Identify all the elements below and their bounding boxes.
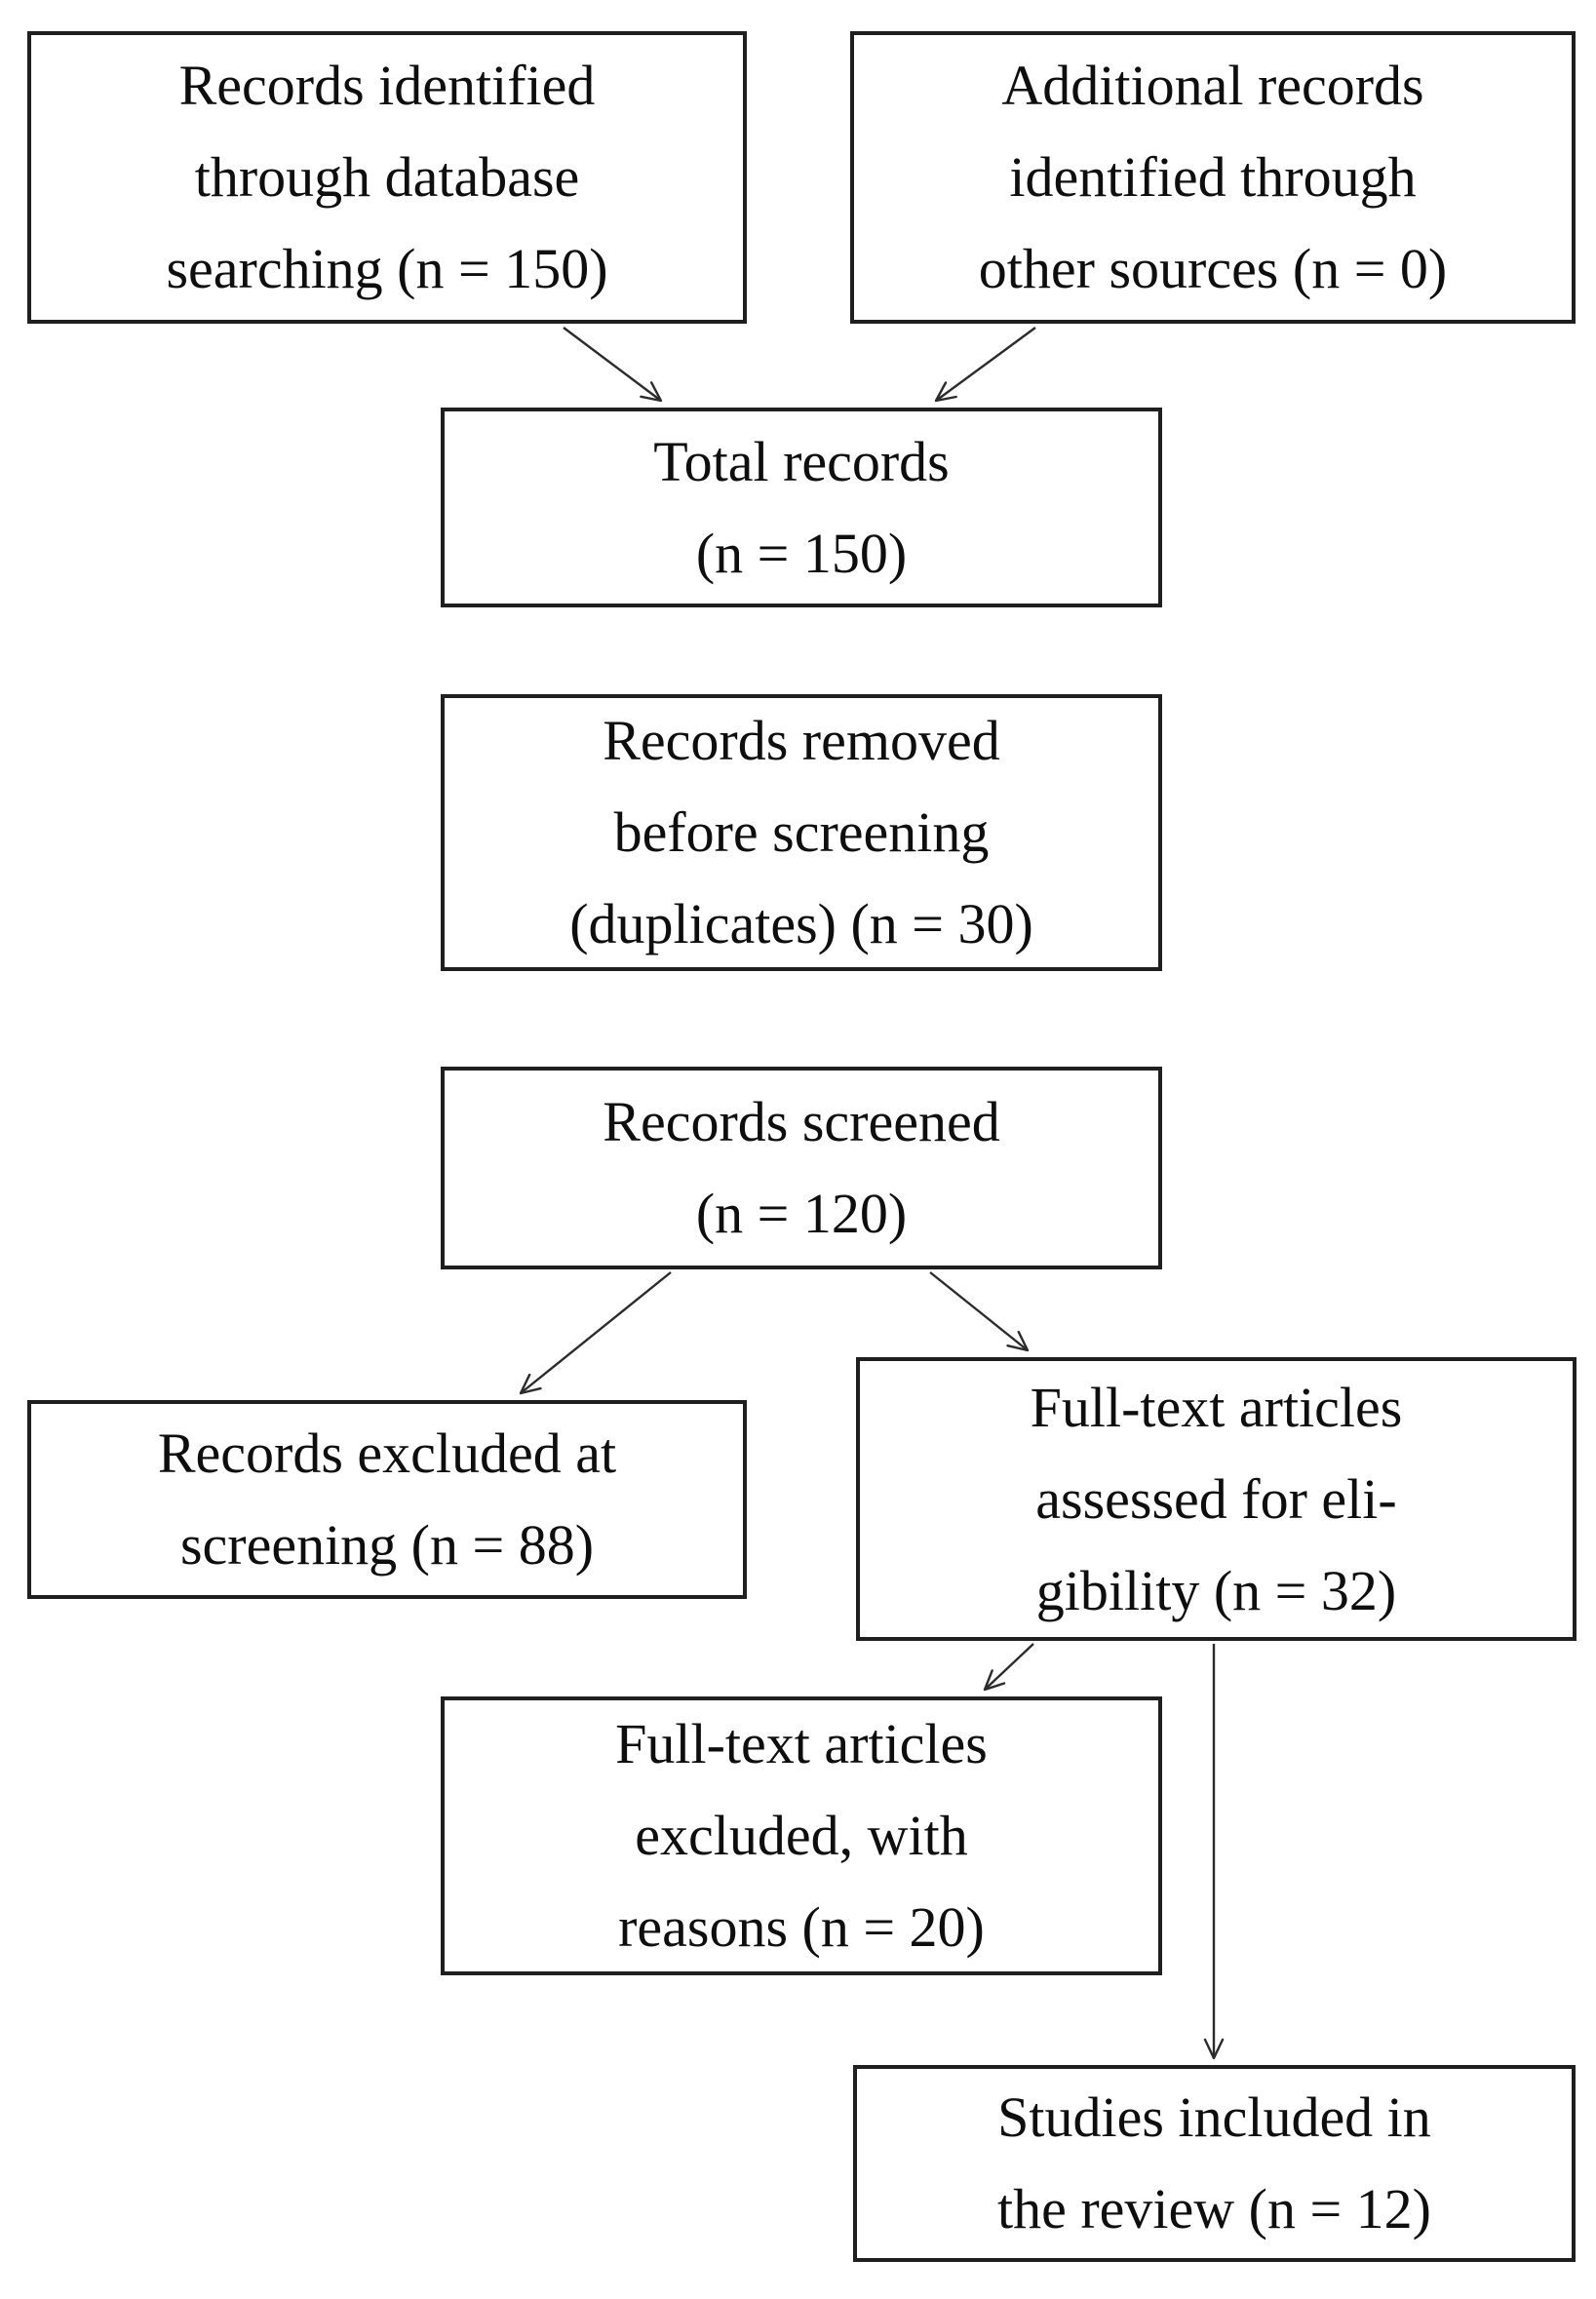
arrow-screened-to-excluded — [519, 1271, 672, 1395]
box-records-removed: Records removed before screening (duplic… — [441, 694, 1162, 971]
box-text-line: assessed for eli- — [1035, 1466, 1397, 1531]
box-text-line: Full-text articles — [1030, 1375, 1403, 1439]
box-text-line: Studies included in — [997, 2085, 1431, 2149]
box-text-line: Records removed — [603, 709, 1000, 772]
box-studies-included: Studies included in the review (n = 12) — [853, 2065, 1576, 2262]
box-text-line: Additional records — [1001, 54, 1424, 117]
box-records-excluded: Records excluded at screening (n = 88) — [27, 1400, 747, 1599]
arrow-other-sources-to-total — [934, 327, 1036, 403]
box-fulltext-assessed: Full-text articles assessed for eli- gib… — [856, 1357, 1577, 1641]
box-text-line: (n = 120) — [695, 1182, 908, 1245]
box-text-line: Full-text articles — [615, 1712, 988, 1775]
box-text-line: through database — [194, 145, 580, 209]
box-additional-records: Additional records identified through ot… — [850, 31, 1576, 324]
box-text-line: Records identified — [178, 54, 596, 117]
box-text-line: identified through — [1009, 145, 1417, 209]
box-fulltext-excluded: Full-text articles excluded, with reason… — [441, 1696, 1162, 1975]
box-text-line: reasons (n = 20) — [618, 1895, 985, 1959]
box-text-line: searching (n = 150) — [166, 237, 608, 300]
arrow-fulltext-to-excluded — [983, 1643, 1034, 1692]
box-text-line: Records excluded at — [157, 1422, 617, 1485]
arrow-screened-to-fulltext — [929, 1271, 1030, 1352]
box-text-line: screening (n = 88) — [179, 1513, 595, 1577]
box-text-line: the review (n = 12) — [997, 2177, 1431, 2241]
box-text-line: before screening — [613, 800, 990, 864]
box-records-identified: Records identified through database sear… — [27, 31, 747, 324]
box-text-line: (duplicates) (n = 30) — [569, 892, 1033, 955]
box-records-screened: Records screened (n = 120) — [441, 1067, 1162, 1269]
box-text-line: excluded, with — [635, 1804, 968, 1867]
box-text-line: gibility (n = 32) — [1035, 1558, 1397, 1622]
box-text-line: (n = 150) — [695, 521, 908, 585]
arrow-database-to-total — [563, 327, 663, 403]
box-total-records: Total records (n = 150) — [441, 408, 1162, 607]
box-text-line: Records screened — [603, 1090, 1000, 1153]
box-text-line: other sources (n = 0) — [978, 237, 1448, 300]
box-text-line: Total records — [653, 429, 950, 493]
